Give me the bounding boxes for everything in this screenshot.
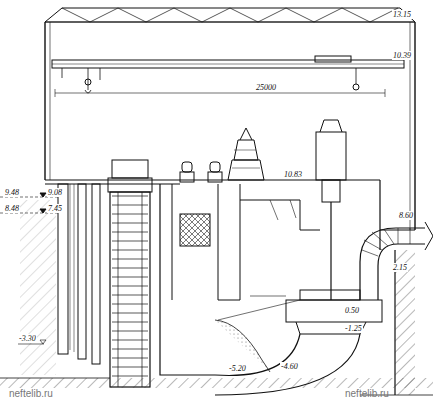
level-label: 2.15	[392, 263, 408, 272]
roof-truss	[45, 8, 415, 22]
wall	[160, 184, 215, 375]
level-label: -4.60	[280, 362, 299, 371]
screen-slat	[112, 313, 148, 314]
level-label: 0.50	[344, 306, 360, 315]
intake-pier	[92, 184, 100, 364]
level-label: 9.08	[47, 188, 63, 197]
screen-slat	[112, 367, 148, 368]
crane-hook	[62, 68, 356, 93]
watermark: neftelib.ru	[8, 389, 54, 398]
earth-hatching	[20, 200, 56, 375]
screen-slat	[112, 349, 148, 350]
travelling-screen	[110, 192, 150, 387]
wall	[50, 22, 410, 230]
wall	[380, 230, 395, 395]
screen-drive	[108, 178, 152, 192]
screen-slat	[112, 322, 148, 323]
screen-slat	[112, 277, 148, 278]
flow-arrow	[425, 222, 433, 250]
main-motor	[232, 150, 260, 168]
screen-drive	[112, 160, 148, 178]
level-label: 7.45	[47, 204, 63, 213]
wall	[240, 184, 320, 300]
level-label: -5.20	[228, 364, 247, 373]
truss-web	[45, 8, 415, 22]
level-label: 10.39	[392, 51, 412, 60]
discharge-pipe	[360, 228, 425, 300]
screen-slat	[112, 214, 148, 215]
crane-hook	[85, 79, 91, 85]
concrete	[215, 320, 270, 372]
pump-motor	[320, 120, 342, 132]
crane-girder	[52, 64, 404, 65]
screen-slat	[112, 295, 148, 296]
level-label: -1.25	[344, 324, 363, 333]
watermark: neftelib.ru	[344, 389, 390, 398]
level-label: 13.15	[392, 10, 412, 19]
screen-slat	[112, 331, 148, 332]
main-motor	[228, 160, 264, 180]
screen-slat	[112, 196, 148, 197]
crane-trolley	[315, 56, 351, 62]
pipe	[250, 296, 286, 297]
crane-hook	[353, 84, 359, 90]
screen-slat	[112, 340, 148, 341]
motor	[182, 162, 192, 172]
shaft	[330, 202, 331, 300]
wall	[380, 180, 415, 230]
level-label: -3.30	[18, 334, 37, 343]
screen-slat	[112, 358, 148, 359]
screen-chain	[118, 192, 142, 387]
screen-slat	[112, 241, 148, 242]
level-label: 8.48	[4, 204, 20, 213]
screen-slat	[112, 223, 148, 224]
screen-slat	[112, 304, 148, 305]
level-label: 9.48	[4, 188, 20, 197]
intake-pier	[78, 184, 86, 359]
trash-rack	[70, 184, 74, 352]
level-label: 8.60	[398, 211, 414, 220]
screen-slat	[112, 376, 148, 377]
motor-base	[322, 180, 340, 202]
screen-slat	[112, 259, 148, 260]
motor	[180, 172, 194, 182]
motor	[210, 162, 220, 172]
screen-slat	[112, 205, 148, 206]
level-label: 25000	[255, 83, 277, 92]
pump-motor	[316, 132, 346, 180]
dimension-line	[55, 89, 385, 97]
screen-slats	[112, 192, 148, 387]
valve-block	[180, 214, 210, 246]
wall	[172, 184, 240, 300]
pump-casing	[286, 300, 382, 322]
screen-slat	[112, 232, 148, 233]
pump-casing	[300, 290, 360, 300]
pipe-support	[270, 200, 296, 220]
motor	[208, 172, 222, 182]
wall	[218, 300, 300, 320]
level-label: 10.83	[283, 170, 303, 179]
building	[0, 8, 433, 395]
impeller	[296, 322, 366, 334]
main-motor	[240, 128, 252, 140]
earth-hatching	[0, 378, 433, 388]
screen-slat	[112, 268, 148, 269]
screen-slat	[112, 286, 148, 287]
screen-slat	[112, 250, 148, 251]
